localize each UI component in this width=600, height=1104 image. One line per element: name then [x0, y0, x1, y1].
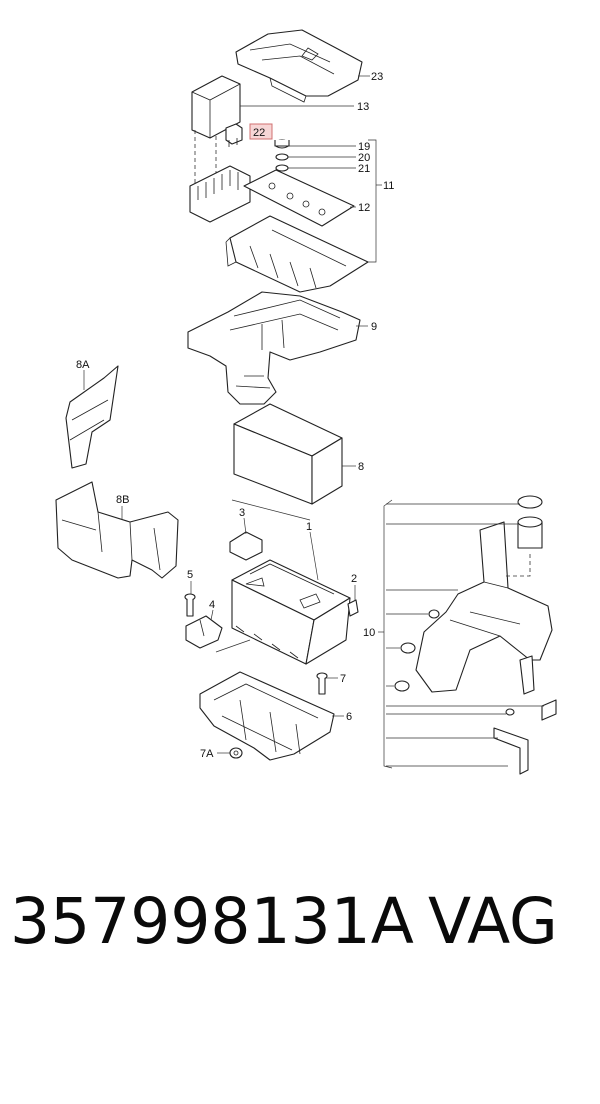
- callout-10: 10: [363, 627, 375, 639]
- part-22-fuse: [225, 123, 243, 147]
- callout-labels: 22 23 13 19 20 21 11 12 9 8A 8 8B 3 1 5 …: [76, 71, 394, 760]
- part-6-battery-tray: [199, 671, 335, 761]
- part-8B-insulation: [55, 481, 179, 579]
- part-8-battery-insulation: [233, 403, 343, 505]
- part-8A-cover: [65, 365, 119, 469]
- part-2-vent: [347, 599, 359, 617]
- callout-23: 23: [371, 71, 383, 83]
- callout-2: 2: [351, 573, 357, 585]
- part-10-carrier-assembly: [394, 495, 557, 775]
- callout-8B: 8B: [116, 494, 129, 506]
- brand-label: VAG: [428, 885, 558, 958]
- leader-lines: [83, 75, 544, 769]
- callout-19: 19: [358, 141, 370, 153]
- part-number: 357998131A: [10, 885, 414, 958]
- callout-22: 22: [253, 127, 265, 139]
- callout-8A: 8A: [76, 359, 90, 371]
- callout-7A: 7A: [200, 748, 214, 760]
- callout-13: 13: [357, 101, 369, 113]
- parts-19-20-21-fasteners: [274, 139, 290, 172]
- part-12-plate: [243, 169, 355, 227]
- part-1-battery: [231, 559, 351, 665]
- part-5-bolt: [184, 593, 196, 617]
- parts-diagram: 22 23 13 19 20 21 11 12 9 8A 8 8B 3 1 5 …: [55, 29, 557, 775]
- callout-6: 6: [346, 711, 352, 723]
- part-11-fuse-carrier: [225, 215, 369, 293]
- part-7A-nut: [229, 747, 243, 759]
- callout-1: 1: [306, 521, 312, 533]
- callout-3: 3: [239, 507, 245, 519]
- callout-9: 9: [371, 321, 377, 333]
- part-7-bolt: [316, 672, 328, 695]
- footer: 357998131A VAG: [0, 885, 600, 995]
- part-23-cover: [235, 29, 363, 103]
- callout-7: 7: [340, 673, 346, 685]
- callout-8: 8: [358, 461, 364, 473]
- part-9-bracket: [187, 291, 361, 405]
- callout-4: 4: [209, 599, 215, 611]
- callout-11: 11: [383, 180, 394, 192]
- part-3-terminal-cover: [229, 531, 263, 561]
- callout-21: 21: [358, 163, 370, 175]
- callout-5: 5: [187, 569, 193, 581]
- highlight-box-22: [249, 123, 273, 140]
- callout-12: 12: [358, 202, 370, 214]
- callout-20: 20: [358, 152, 370, 164]
- part-13-fuse-box: [189, 75, 251, 223]
- part-4-clamp: [185, 615, 223, 649]
